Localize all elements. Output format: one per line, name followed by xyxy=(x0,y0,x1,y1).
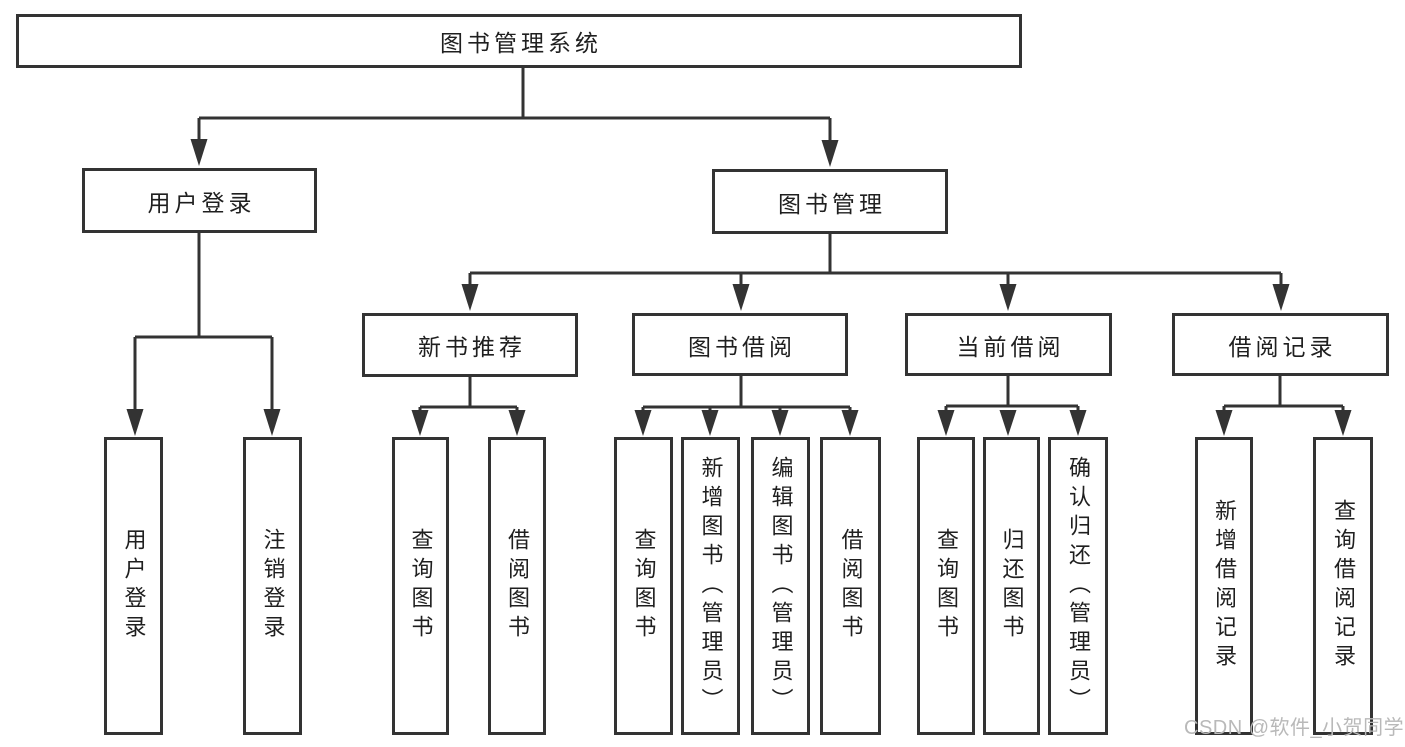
leaf-add-books-admin: 新增图书（管理员） xyxy=(681,437,740,735)
leaf-edit-books-admin: 编辑图书（管理员） xyxy=(751,437,810,735)
arrowhead xyxy=(126,409,144,436)
arrowhead xyxy=(999,410,1017,436)
arrowhead xyxy=(1069,410,1087,436)
leaf-borrow-books: 借阅图书 xyxy=(820,437,881,735)
node-current-borrow: 当前借阅 xyxy=(905,313,1112,376)
arrowhead xyxy=(701,410,719,436)
arrowhead xyxy=(461,284,479,311)
leaf-query-books: 查询图书 xyxy=(614,437,673,735)
leaf-borrow-books-recommend: 借阅图书 xyxy=(488,437,546,735)
node-user-login: 用户登录 xyxy=(82,168,317,233)
arrowhead xyxy=(1272,284,1290,311)
leaf-query-books-current: 查询图书 xyxy=(917,437,975,735)
arrowhead xyxy=(821,140,839,167)
node-borrow-record: 借阅记录 xyxy=(1172,313,1389,376)
arrowhead xyxy=(1334,410,1352,436)
leaf-confirm-return-admin: 确认归还（管理员） xyxy=(1048,437,1108,735)
arrowhead xyxy=(508,410,526,436)
leaf-return-books: 归还图书 xyxy=(983,437,1040,735)
leaf-add-borrow-record: 新增借阅记录 xyxy=(1195,437,1253,735)
arrowhead xyxy=(263,409,281,436)
arrowhead xyxy=(1215,410,1233,436)
arrowhead xyxy=(999,284,1017,311)
leaf-logout: 注销登录 xyxy=(243,437,302,735)
node-book-borrow: 图书借阅 xyxy=(632,313,848,376)
arrowhead xyxy=(841,410,859,436)
leaf-query-books-recommend: 查询图书 xyxy=(392,437,449,735)
csdn-watermark: CSDN @软件_小贺同学 xyxy=(1184,717,1405,739)
arrowhead xyxy=(771,410,789,436)
node-new-book-recommend: 新书推荐 xyxy=(362,313,578,377)
node-book-management: 图书管理 xyxy=(712,169,948,234)
arrowhead xyxy=(937,410,955,436)
leaf-user-login: 用户登录 xyxy=(104,437,163,735)
node-root-system: 图书管理系统 xyxy=(16,14,1022,68)
arrowhead xyxy=(190,139,208,166)
arrowhead xyxy=(732,284,750,311)
arrowhead xyxy=(411,410,429,436)
leaf-query-borrow-record: 查询借阅记录 xyxy=(1313,437,1373,735)
arrowhead xyxy=(634,410,652,436)
